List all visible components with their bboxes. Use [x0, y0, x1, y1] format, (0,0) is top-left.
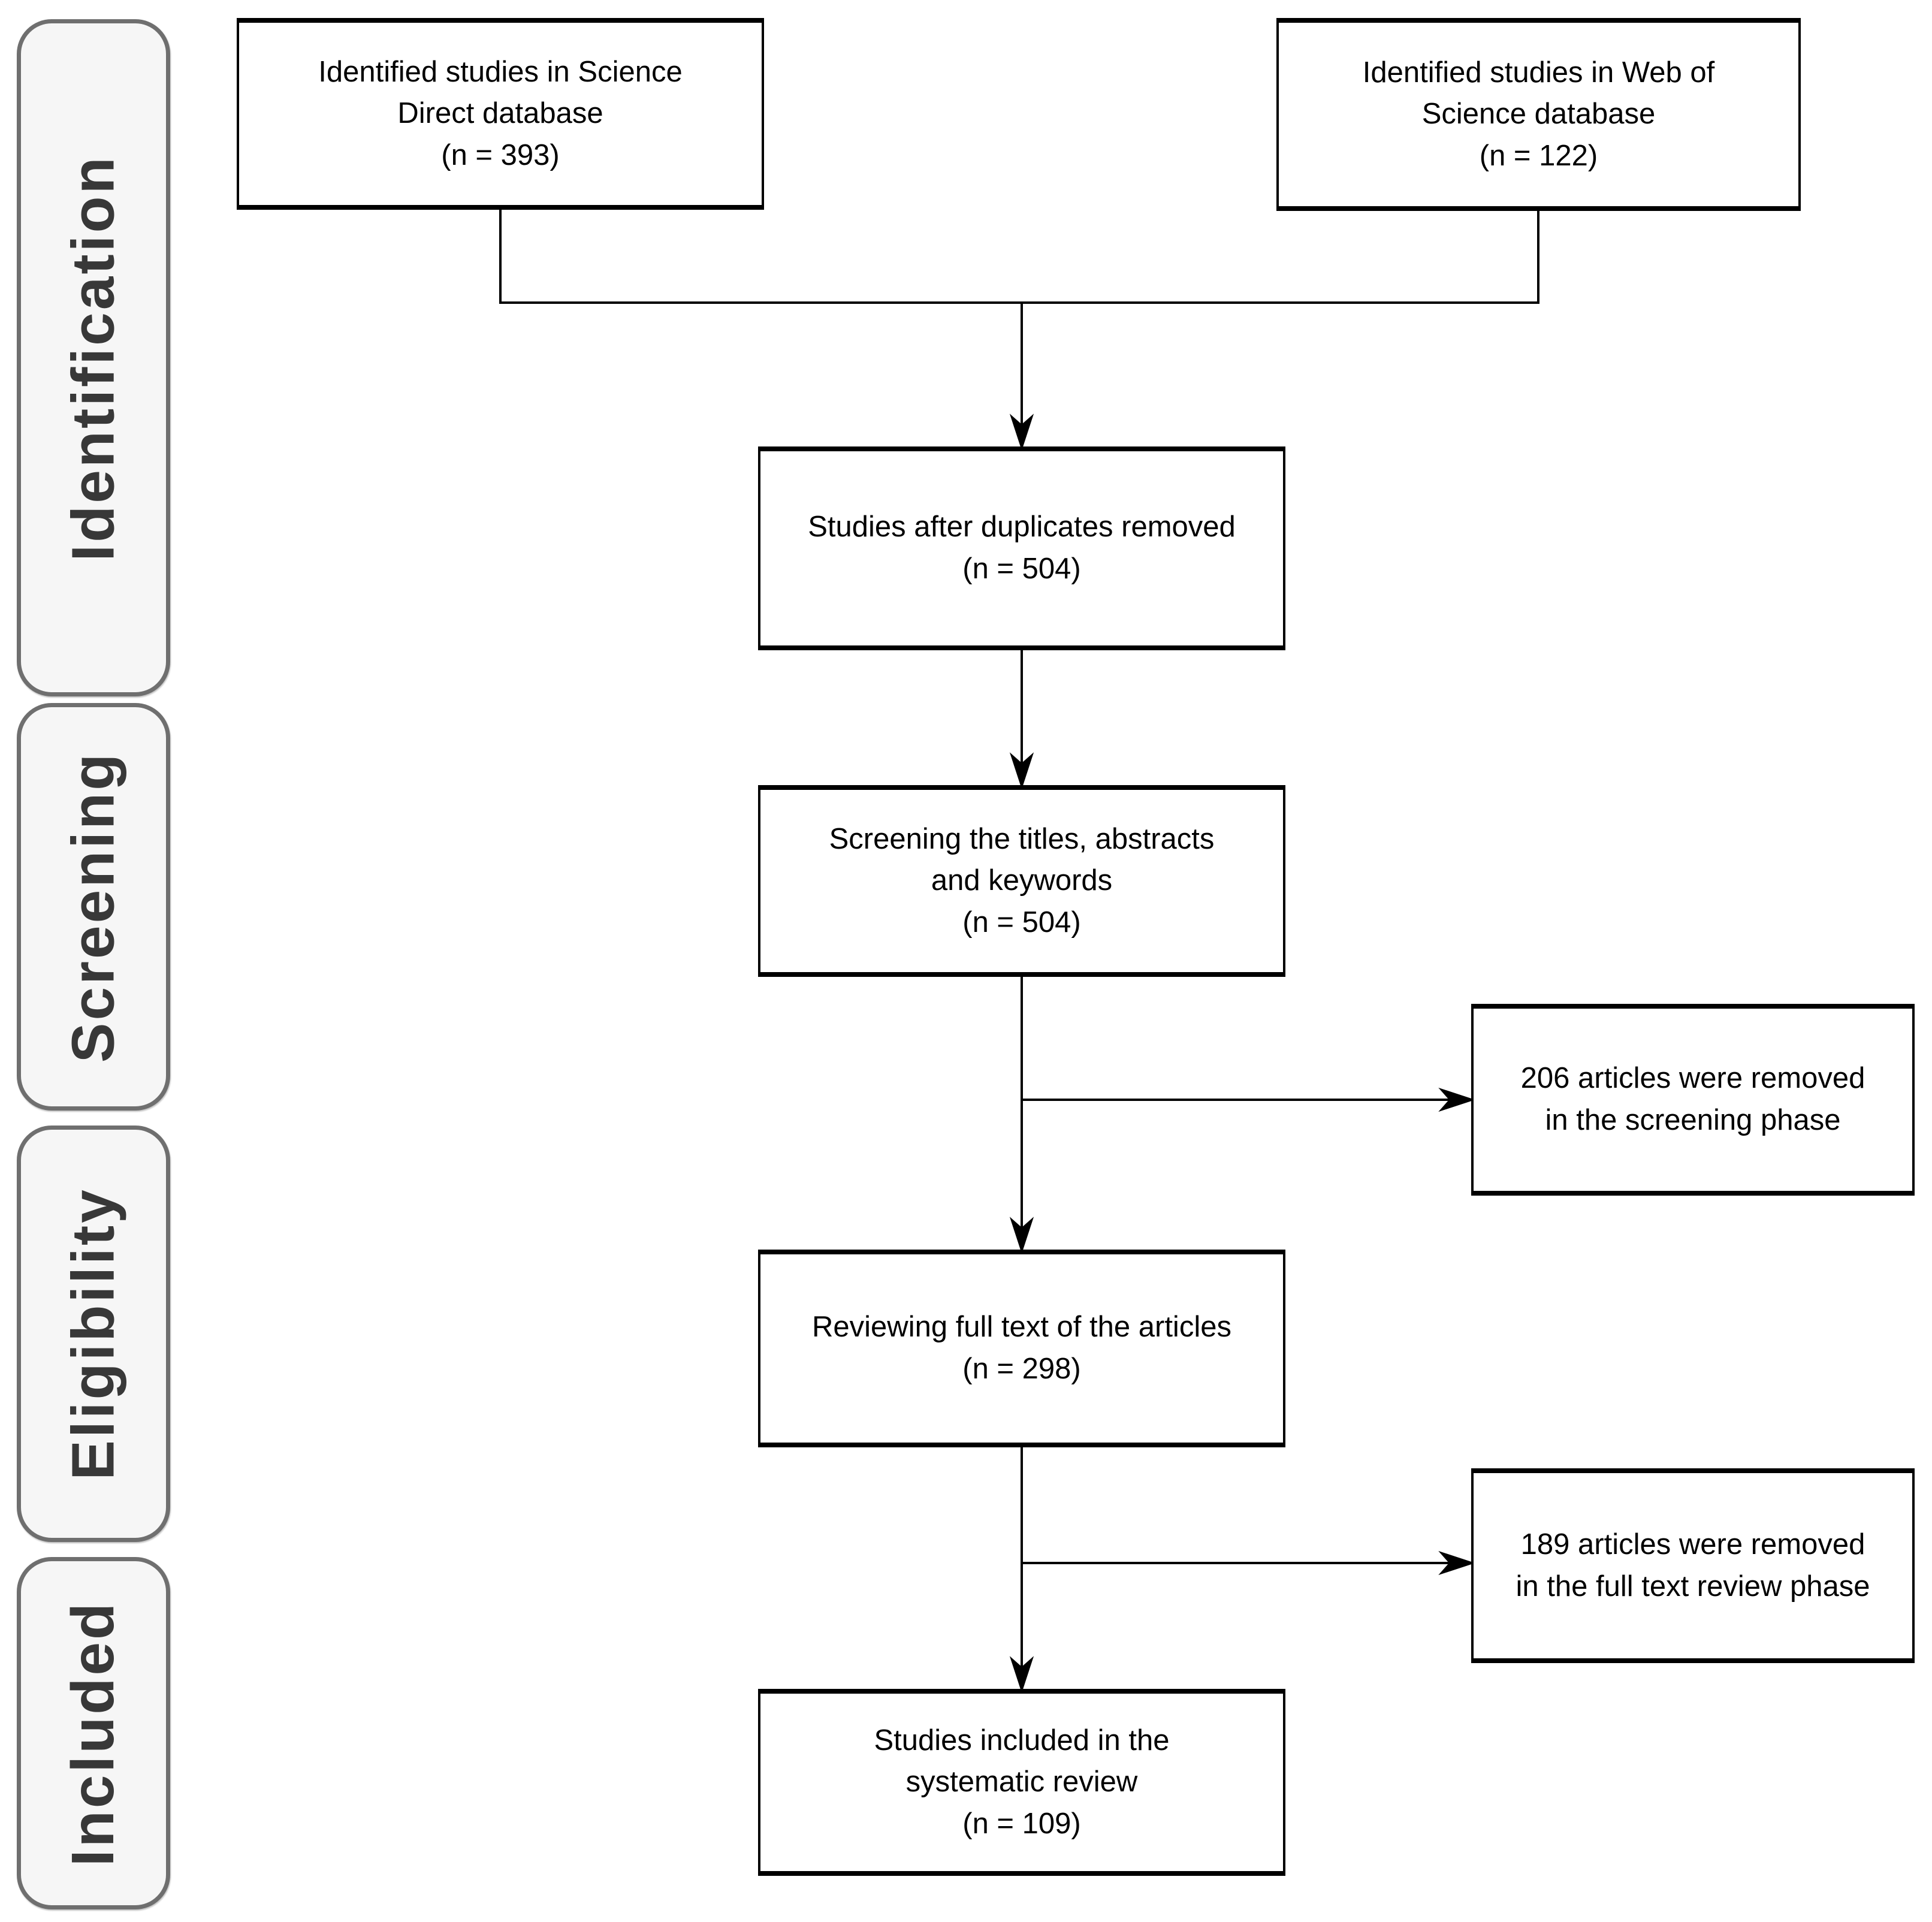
stage-included: Included [17, 1557, 170, 1909]
box-screening-removed: 206 articles were removed in the screeni… [1471, 1004, 1915, 1196]
box-text-line: and keywords [931, 864, 1113, 897]
box-studies-included: Studies included in the systematic revie… [758, 1689, 1285, 1876]
stage-screening-label: Screening [59, 751, 127, 1063]
arrowhead-to-screening-removed [1438, 1087, 1475, 1112]
box-full-text-removed: 189 articles were removed in the full te… [1471, 1468, 1915, 1663]
box-count-line: (n = 393) [441, 138, 560, 171]
stage-included-label: Included [59, 1600, 127, 1866]
merge-connector-line [499, 210, 1539, 428]
box-full-text-review: Reviewing full text of the articles (n =… [758, 1250, 1285, 1447]
box-count-line: (n = 504) [962, 553, 1081, 585]
box-text-line: Reviewing full text of the articles [812, 1311, 1231, 1344]
box-text-line: Identified studies in Web of [1362, 56, 1715, 89]
box-text-line: Science database [1421, 98, 1656, 131]
box-count-line: (n = 109) [962, 1807, 1081, 1840]
box-duplicates-removed: Studies after duplicates removed (n = 50… [758, 446, 1285, 650]
arrowhead-to-review [1009, 1217, 1034, 1254]
box-identified-science-direct: Identified studies in Science Direct dat… [237, 18, 764, 210]
box-count-line: (n = 122) [1479, 139, 1598, 172]
box-identified-web-of-science: Identified studies in Web of Science dat… [1276, 18, 1801, 211]
stage-eligibility: Eligibility [17, 1126, 170, 1542]
box-text-line: 189 articles were removed [1520, 1528, 1865, 1561]
arrowhead-to-full-text-removed [1438, 1550, 1475, 1576]
stage-eligibility-label: Eligibility [59, 1187, 127, 1480]
arrowhead-to-duplicates [1009, 414, 1034, 451]
stage-identification: Identification [17, 19, 170, 696]
box-text-line: Screening the titles, abstracts [829, 822, 1215, 855]
box-text-line: systematic review [905, 1766, 1138, 1799]
box-text-line: 206 articles were removed [1520, 1062, 1865, 1095]
box-screening-titles-abstracts: Screening the titles, abstracts and keyw… [758, 785, 1285, 977]
stage-identification-label: Identification [59, 154, 127, 562]
stage-screening: Screening [17, 703, 170, 1111]
arrowhead-to-included [1009, 1656, 1034, 1693]
box-text-line: Direct database [397, 97, 603, 130]
box-text-line: in the full text review phase [1516, 1570, 1870, 1603]
arrowhead-to-screening [1009, 752, 1034, 789]
box-text-line: Studies after duplicates removed [808, 511, 1236, 544]
box-text-line: Studies included in the [874, 1724, 1170, 1757]
box-count-line: (n = 504) [962, 906, 1081, 939]
box-text-line: Identified studies in Science [318, 55, 683, 88]
box-count-line: (n = 298) [962, 1353, 1081, 1385]
box-text-line: in the screening phase [1545, 1104, 1841, 1136]
